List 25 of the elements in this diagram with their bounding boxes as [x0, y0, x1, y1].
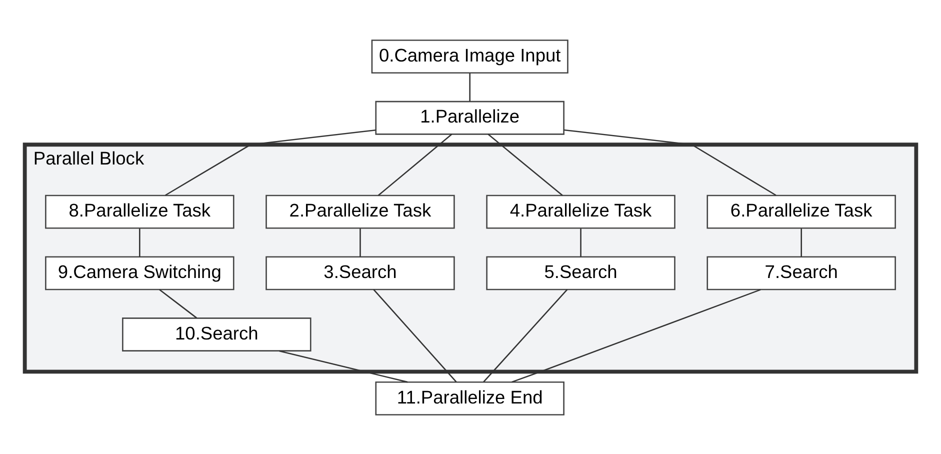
node-box: 9.Camera Switching [45, 256, 234, 290]
node-box: 2.Parallelize Task [266, 194, 455, 228]
node-box: 0.Camera Image Input [371, 39, 568, 73]
connector [580, 228, 582, 256]
connector [373, 288, 457, 382]
node-box: 5.Search [486, 256, 676, 290]
connector [360, 228, 361, 256]
connector [511, 288, 761, 382]
node-box: 6.Parallelize Task [706, 194, 896, 228]
connector [159, 288, 198, 318]
connector [483, 288, 568, 382]
node-box: 7.Search [706, 256, 896, 290]
connector [378, 133, 452, 196]
connector [139, 228, 140, 256]
node-box: 3.Search [266, 256, 455, 290]
connector [564, 128, 776, 196]
node-box: 11.Parallelize End [375, 381, 564, 415]
node-box: 1.Parallelize [375, 100, 564, 134]
connector [488, 133, 563, 196]
node-box: 4.Parallelize Task [486, 194, 676, 228]
connector [800, 228, 802, 256]
node-box: 10.Search [122, 317, 312, 351]
node-box: 8.Parallelize Task [45, 194, 234, 228]
connector [165, 128, 376, 196]
connector [469, 72, 470, 101]
